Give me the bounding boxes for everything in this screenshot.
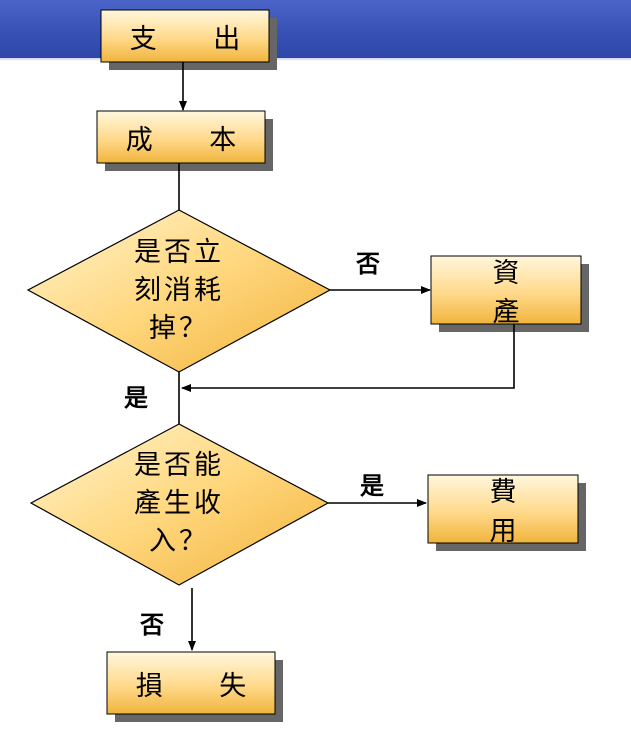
node-expenditure-box — [100, 9, 270, 63]
node-asset-label: 資 產 — [492, 258, 556, 328]
edge-label-decision1-yes: 是 — [124, 384, 148, 412]
node-expense-label: 費 用 — [489, 477, 553, 547]
node-cost-box — [96, 110, 266, 164]
node-decision2-label: 是否能 產生收 入？ — [134, 450, 224, 557]
edge-label-decision1-no: 否 — [356, 250, 380, 278]
node-decision1-diamond — [26, 209, 332, 373]
node-decision1-label: 是否立 刻消耗 掉？ — [134, 237, 224, 344]
node-expense-box — [427, 474, 579, 544]
node-cost-label: 成 本 — [125, 124, 261, 156]
edge-label-decision2-yes: 是 — [360, 472, 384, 500]
arrow-asset-return — [181, 324, 515, 392]
node-asset-box — [430, 255, 582, 325]
edge-label-decision2-no: 否 — [140, 611, 164, 639]
node-loss-box — [106, 651, 276, 715]
node-expenditure-label: 支 出 — [129, 23, 265, 55]
node-loss-label: 損 失 — [135, 670, 271, 702]
node-decision2-diamond — [29, 423, 330, 586]
connectors — [178, 62, 515, 651]
title-bar-underline — [0, 58, 631, 61]
